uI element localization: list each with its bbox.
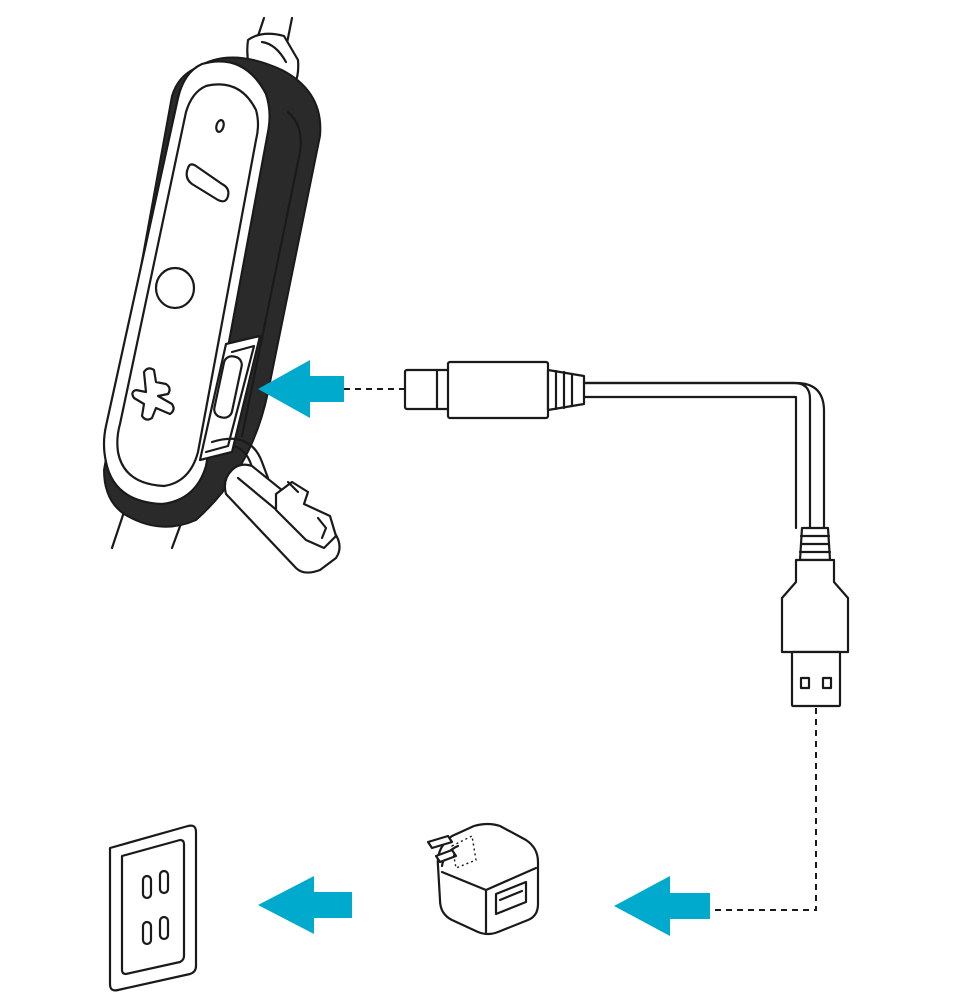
minus-button-icon bbox=[185, 163, 230, 203]
earphone-remote-icon bbox=[102, 16, 341, 574]
left-arrow-icon bbox=[258, 360, 344, 418]
mic-hole-icon bbox=[215, 119, 225, 133]
wall-outlet-icon bbox=[108, 824, 198, 992]
arrow-to-earphone bbox=[258, 360, 404, 418]
usb-a-plug bbox=[780, 526, 850, 708]
port-cover-flap bbox=[210, 437, 341, 574]
left-arrow-icon bbox=[258, 876, 352, 934]
usb-cable-icon bbox=[403, 360, 850, 708]
dashed-connector-2 bbox=[712, 708, 817, 911]
left-arrow-icon bbox=[614, 876, 710, 936]
plus-button-icon bbox=[131, 367, 175, 421]
usb-c-plug bbox=[403, 360, 586, 420]
center-button-icon bbox=[154, 266, 196, 310]
earphone-charging-port bbox=[198, 334, 262, 462]
usb-power-adapter-icon bbox=[426, 822, 540, 936]
remote-buttons bbox=[131, 119, 230, 421]
